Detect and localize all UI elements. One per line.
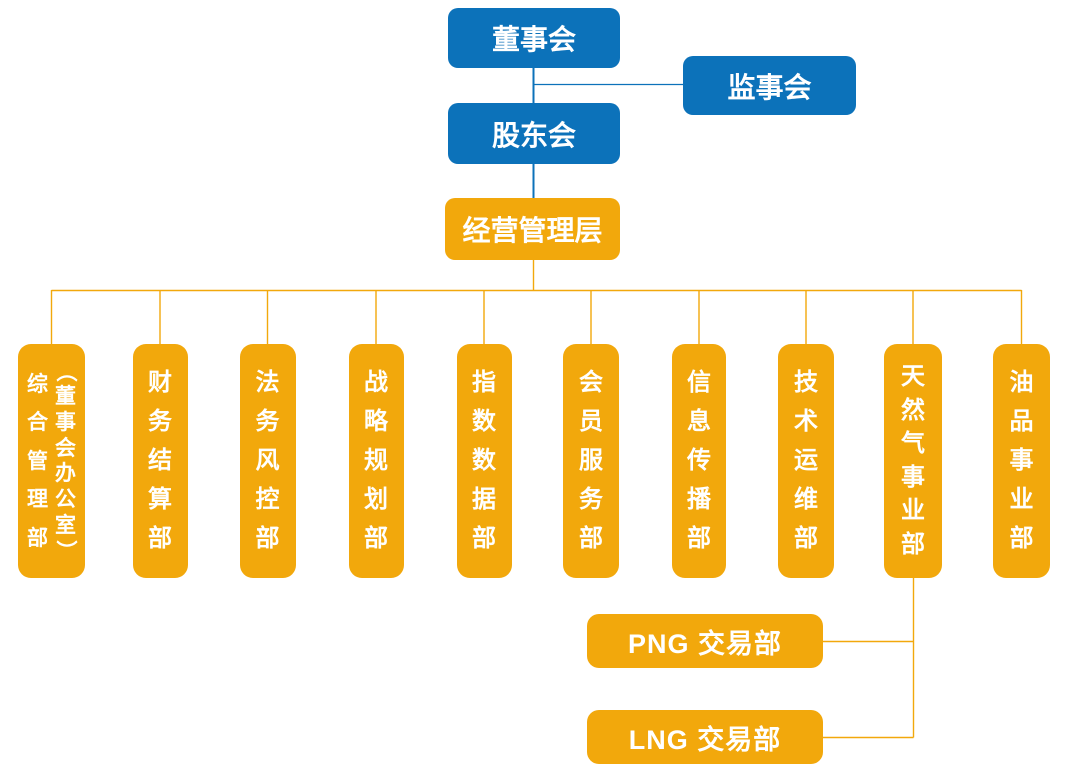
- dept-label-char: 部: [901, 530, 925, 558]
- node-supervisory-label: 监事会: [727, 71, 812, 103]
- dept-label-column: 财务结算部: [145, 356, 175, 566]
- dept-label-char: 然: [901, 396, 925, 424]
- dept-label-char: 服: [579, 447, 603, 474]
- dept-box: 技术运维部: [778, 344, 834, 578]
- dept-label-char: 部: [148, 525, 172, 552]
- dept-label-char: 业: [1009, 486, 1034, 513]
- dept-label-char: 略: [364, 408, 388, 435]
- dept-label-char: 信: [687, 369, 711, 396]
- node-board: 董事会: [448, 8, 620, 68]
- dept-label-char: 部: [472, 525, 496, 552]
- node-lng-trading: LNG 交易部: [587, 710, 823, 764]
- dept-label-char: 维: [794, 486, 818, 513]
- dept-label-column: 油品事业部: [1007, 356, 1037, 566]
- dept-label-char: 控: [255, 486, 280, 513]
- dept-label-char: 董: [55, 385, 76, 409]
- dept-label-char: 务: [579, 486, 603, 513]
- dept-label-char: 油: [1009, 369, 1034, 396]
- dept-box: 战略规划部: [348, 344, 404, 578]
- dept-label-char: 部: [687, 525, 711, 552]
- dept-label-char: 部: [27, 526, 48, 550]
- dept-label-column: 信息传播部: [684, 356, 714, 566]
- dept-label-char: 传: [687, 447, 711, 474]
- node-shareholders-label: 股东会: [491, 119, 576, 151]
- dept-label-char: 室: [55, 513, 76, 537]
- dept-label-char: 理: [27, 488, 48, 511]
- node-shareholders: 股东会: [448, 103, 620, 164]
- dept-box: 指数数据部: [456, 344, 512, 578]
- dept-label-char: 合: [27, 411, 48, 434]
- dept-label-char: ）: [54, 540, 77, 562]
- dept-label-char: 据: [472, 486, 496, 513]
- dept-label-column: 技术运维部: [791, 356, 821, 566]
- dept-label-char: 规: [364, 447, 388, 474]
- dept-label-char: 风: [255, 447, 280, 474]
- dept-label-char: 法: [255, 369, 280, 396]
- dept-box: 信息传播部: [672, 344, 726, 578]
- dept-label-char: 事: [901, 463, 925, 491]
- dept-label-char: 务: [255, 408, 280, 435]
- dept-label-char: 播: [687, 486, 711, 513]
- node-management-label: 经营管理层: [462, 215, 603, 246]
- dept-label-char: 业: [901, 497, 925, 525]
- dept-label-column: 指数数据部: [469, 356, 499, 566]
- dept-label-char: 财: [148, 369, 172, 396]
- dept-label-char: （: [54, 360, 77, 382]
- dept-box: 综合管理部（董事会办公室）: [18, 344, 85, 578]
- dept-label-char: 天: [901, 363, 925, 391]
- dept-label-char: 管: [27, 449, 48, 473]
- dept-box: 天然气事业部: [884, 344, 942, 578]
- dept-label-char: 数: [472, 447, 496, 474]
- dept-label-char: 息: [687, 408, 711, 435]
- dept-label-char: 结: [148, 447, 172, 474]
- dept-label-column: 天然气事业部: [898, 356, 928, 566]
- dept-label-char: 运: [794, 447, 818, 474]
- dept-label-char: 划: [364, 486, 388, 513]
- dept-label-char: 务: [148, 408, 172, 435]
- dept-label-char: 办: [55, 462, 76, 486]
- dept-label-char: 部: [1009, 525, 1034, 552]
- node-lng-trading-label: LNG 交易部: [628, 724, 782, 755]
- dept-box: 财务结算部: [132, 344, 188, 578]
- dept-label-column: 会员服务部: [576, 356, 606, 566]
- dept-label-column: 战略规划部: [361, 356, 391, 566]
- dept-label-char: 品: [1009, 408, 1034, 435]
- dept-label-char: 算: [148, 486, 172, 513]
- dept-label-char: 数: [472, 408, 496, 435]
- dept-label-char: 气: [901, 430, 925, 458]
- node-board-label: 董事会: [491, 24, 576, 55]
- dept-box: 会员服务部: [563, 344, 619, 578]
- node-png-trading: PNG 交易部: [587, 614, 823, 668]
- node-management: 经营管理层: [445, 198, 620, 260]
- dept-box: 油品事业部: [993, 344, 1050, 578]
- dept-label-char: 会: [579, 369, 603, 396]
- node-png-trading-label: PNG 交易部: [627, 628, 782, 659]
- dept-label-char: 部: [364, 525, 388, 552]
- dept-label-char: 部: [794, 525, 818, 552]
- dept-label-char: 员: [579, 408, 603, 435]
- dept-box: 法务风控部: [239, 344, 296, 578]
- dept-label-char: 技: [794, 369, 818, 396]
- dept-label-column: （ 董事会办公室 ）: [52, 356, 80, 566]
- dept-label-char: 综: [27, 372, 48, 396]
- dept-label-column: 法务风控部: [253, 356, 283, 566]
- dept-label-char: 事: [55, 410, 76, 434]
- dept-label-column: 综合管理部: [24, 356, 52, 566]
- dept-label-char: 会: [55, 436, 76, 460]
- node-supervisory: 监事会: [683, 56, 856, 115]
- dept-label-char: 术: [794, 408, 818, 435]
- dept-label-char: 公: [55, 487, 76, 511]
- dept-label-char: 部: [255, 525, 280, 552]
- dept-label-char: 事: [1009, 447, 1034, 474]
- dept-label-char: 部: [579, 525, 603, 552]
- dept-label-char: 指: [472, 369, 496, 396]
- dept-label-char: 战: [364, 369, 388, 396]
